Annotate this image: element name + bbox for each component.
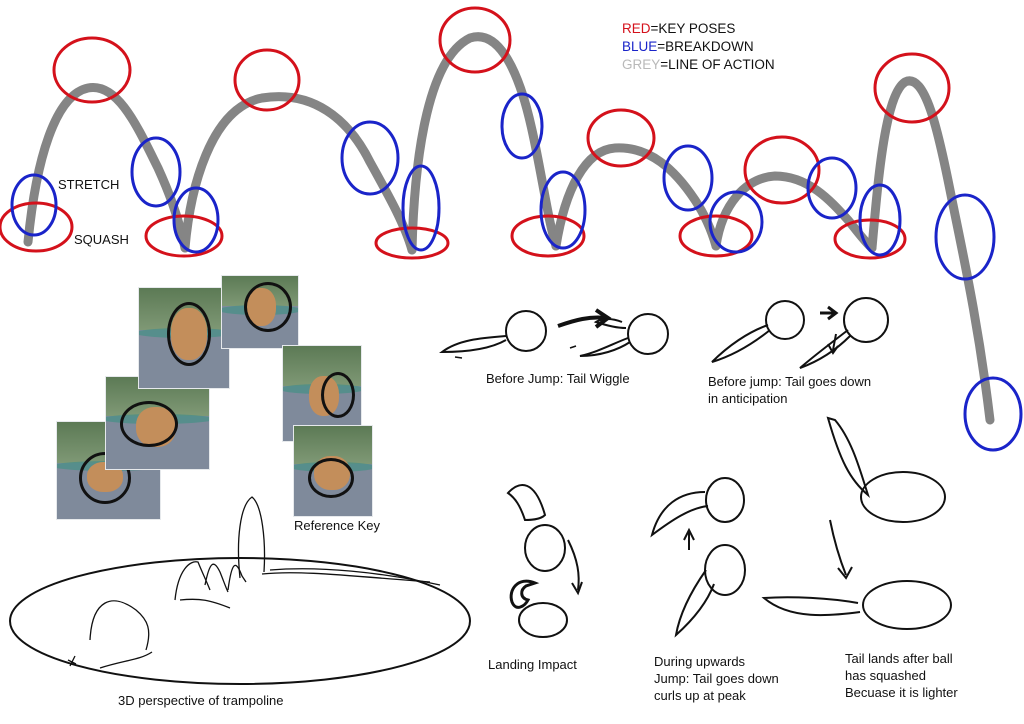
label-lands-3: Becuase it is lighter (845, 685, 958, 700)
trampoline-sketch (9, 496, 471, 685)
breakdown-7 (662, 144, 714, 212)
key-pose-top-5 (743, 135, 821, 205)
label-tail-down-2: in anticipation (708, 391, 788, 406)
bounce-arc-3 (407, 32, 561, 255)
label-stretch: STRETCH (58, 177, 119, 192)
label-tail-down-1: Before jump: Tail goes down (708, 374, 871, 389)
labels: STRETCH SQUASH Reference Key 3D perspect… (58, 177, 958, 708)
ball-3 (765, 300, 805, 340)
arrow-right-icon (557, 315, 607, 328)
breakdown-10 (858, 183, 902, 257)
line-of-action (23, 32, 995, 425)
upwards-jump-sketch (650, 477, 746, 638)
breakdown-2 (172, 186, 220, 254)
legend-breakdown-rest: =BREAKDOWN (657, 39, 753, 54)
bounce-arc-2 (180, 92, 417, 255)
label-lands-1: Tail lands after ball (845, 651, 953, 666)
label-upwards-3: curls up at peak (654, 688, 746, 703)
ball-6 (518, 602, 568, 638)
breakdown-5 (500, 92, 544, 160)
legend-loa-rest: =LINE OF ACTION (660, 57, 774, 72)
ball-8 (704, 544, 746, 596)
breakdown-12 (963, 376, 1023, 452)
ball-4 (843, 297, 889, 343)
reference-frame-4 (221, 275, 299, 349)
label-upwards-2: Jump: Tail goes down (654, 671, 779, 686)
ball-5 (524, 524, 566, 572)
legend: RED=KEY POSES BLUE=BREAKDOWN GREY=LINE O… (622, 21, 775, 72)
label-upwards-1: During upwards (654, 654, 746, 669)
reference-frame-2 (105, 376, 210, 470)
key-pose-squash-6 (833, 218, 907, 260)
legend-loa-word: GREY (622, 57, 660, 72)
key-pose-top-2 (233, 48, 301, 112)
bounce-arc-6 (867, 76, 995, 425)
key-pose-squash-5 (678, 214, 754, 258)
label-tail-wiggle: Before Jump: Tail Wiggle (486, 371, 630, 386)
label-trampoline: 3D perspective of trampoline (118, 693, 283, 708)
ball-10 (862, 580, 952, 630)
key-pose-squash-4 (510, 214, 586, 258)
arrow-down-curve-icon (571, 581, 583, 596)
tail-down-sketch (711, 297, 889, 369)
svg-text:RED=KEY POSES: RED=KEY POSES (622, 21, 735, 36)
key-pose-top-6 (873, 52, 951, 124)
label-lands-2: has squashed (845, 668, 926, 683)
legend-key-word: RED (622, 21, 651, 36)
ball-9 (860, 471, 946, 523)
svg-text:BLUE=BREAKDOWN: BLUE=BREAKDOWN (622, 39, 754, 54)
key-pose-top-1 (52, 36, 132, 104)
ball-7 (705, 477, 745, 523)
ball-1 (505, 310, 547, 352)
ball-2 (627, 313, 669, 355)
breakdown-3 (340, 120, 400, 196)
label-landing: Landing Impact (488, 657, 577, 672)
bounce-arc-5 (711, 171, 877, 253)
key-pose-squash-3 (374, 226, 450, 260)
breakdown-4 (401, 164, 441, 252)
label-reference-key: Reference Key (294, 518, 380, 533)
breakdown-11 (934, 193, 996, 281)
key-poses (0, 6, 951, 260)
breakdown-stretch-1 (10, 173, 58, 237)
landing-impact-sketch (506, 484, 583, 638)
breakdown-9 (806, 156, 858, 220)
label-squash: SQUASH (74, 232, 129, 247)
key-pose-squash-2 (144, 214, 224, 258)
arrow-down-icon (832, 333, 837, 351)
svg-text:GREY=LINE OF ACTION: GREY=LINE OF ACTION (622, 57, 775, 72)
reference-frame-3 (138, 287, 230, 389)
breakdown-8 (708, 190, 764, 254)
breakdowns (10, 92, 1023, 452)
key-pose-top-4 (586, 108, 656, 168)
legend-breakdown-word: BLUE (622, 39, 657, 54)
trampoline-ellipse (9, 557, 471, 685)
legend-key-rest: =KEY POSES (651, 21, 736, 36)
key-pose-squash-1 (0, 201, 74, 253)
breakdown-6 (539, 170, 587, 250)
reference-frame-6 (293, 425, 373, 517)
breakdown-1 (130, 136, 182, 208)
arrow-down-long-icon (829, 519, 847, 576)
tail-sketches (9, 297, 952, 685)
key-pose-top-3 (438, 6, 512, 74)
tail-lands-sketch (761, 416, 952, 630)
tail-wiggle-sketch (438, 308, 669, 359)
